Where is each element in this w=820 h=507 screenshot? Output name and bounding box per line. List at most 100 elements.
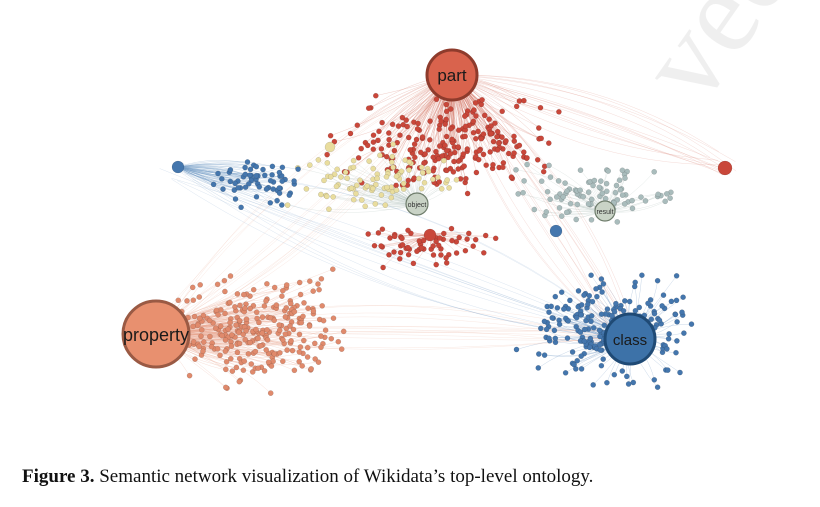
network-edge — [309, 164, 418, 205]
network-edge — [451, 74, 723, 166]
network-node — [621, 201, 628, 207]
network-node — [304, 354, 311, 360]
network-edge — [177, 166, 260, 188]
network-node — [279, 164, 286, 171]
network-node — [471, 107, 477, 113]
network-node — [186, 372, 193, 379]
network-node — [291, 178, 297, 184]
network-node — [243, 327, 249, 334]
network-node — [604, 306, 611, 312]
network-edge — [155, 332, 641, 350]
network-node — [549, 224, 563, 238]
network-node — [585, 189, 592, 195]
network-node — [300, 313, 306, 320]
network-node — [350, 157, 357, 164]
network-node — [214, 281, 221, 288]
network-node — [677, 369, 683, 376]
network-node — [538, 135, 545, 142]
network-node — [531, 206, 538, 213]
network-node — [196, 294, 203, 300]
network-node — [642, 198, 649, 204]
network-node — [423, 228, 437, 242]
network-node — [513, 346, 520, 353]
network-edge — [451, 74, 730, 173]
network-node — [535, 365, 542, 371]
network-node — [242, 305, 248, 312]
network-edge — [451, 74, 730, 172]
network-node — [324, 151, 330, 158]
network-node — [232, 303, 238, 310]
network-node — [552, 293, 559, 300]
network-node — [240, 291, 247, 298]
network-node — [265, 359, 272, 366]
network-node — [494, 133, 500, 140]
network-node — [232, 196, 239, 202]
network-node — [588, 272, 594, 279]
network-node — [370, 165, 377, 172]
network-node — [395, 123, 402, 129]
network-edge — [177, 169, 631, 340]
network-node — [688, 321, 695, 327]
network-node — [227, 166, 234, 173]
network-node — [440, 230, 447, 237]
network-node — [430, 176, 436, 183]
network-node — [358, 145, 365, 152]
network-node — [443, 255, 449, 261]
network-node — [250, 286, 257, 293]
network-node — [556, 205, 563, 211]
network-node — [494, 147, 501, 153]
network-node — [561, 306, 567, 312]
hub-result: result — [594, 200, 616, 222]
network-node — [215, 311, 221, 318]
network-node — [192, 356, 198, 362]
network-edge — [177, 166, 244, 178]
network-node — [227, 299, 233, 306]
network-node — [369, 185, 376, 192]
network-node — [326, 206, 332, 212]
network-node — [505, 150, 512, 157]
network-node — [329, 266, 336, 273]
network-node — [297, 344, 304, 350]
network-node — [311, 340, 318, 347]
network-node — [269, 171, 275, 178]
network-node — [573, 366, 579, 372]
network-edge — [177, 166, 252, 181]
network-node — [276, 169, 283, 176]
network-node — [287, 323, 293, 329]
network-edge — [177, 163, 299, 170]
network-node — [357, 177, 363, 184]
network-node — [222, 366, 229, 373]
network-node — [289, 347, 296, 354]
network-node — [276, 327, 283, 334]
network-node — [347, 130, 354, 137]
network-node — [427, 118, 433, 124]
network-node — [673, 349, 679, 356]
network-node — [406, 159, 413, 165]
network-node — [430, 252, 437, 258]
network-node — [614, 219, 621, 225]
network-node — [473, 169, 480, 176]
network-node — [441, 142, 448, 149]
network-node — [391, 233, 398, 240]
network-node — [234, 291, 241, 297]
network-node — [619, 167, 626, 174]
network-node — [515, 191, 522, 197]
network-node — [244, 159, 251, 165]
network-node — [470, 118, 477, 125]
network-node — [379, 226, 386, 232]
network-node — [355, 154, 362, 161]
network-edge — [162, 74, 453, 332]
network-node — [284, 347, 290, 353]
network-node — [495, 140, 502, 146]
network-node — [297, 291, 304, 298]
network-node — [238, 204, 244, 211]
network-edge — [451, 74, 719, 152]
network-node — [430, 243, 437, 249]
network-node — [481, 112, 488, 119]
network-node — [276, 190, 283, 196]
network-edge — [451, 74, 726, 165]
network-node — [295, 166, 301, 172]
network-edge — [451, 74, 719, 168]
network-node — [212, 325, 219, 332]
network-node — [396, 255, 403, 262]
